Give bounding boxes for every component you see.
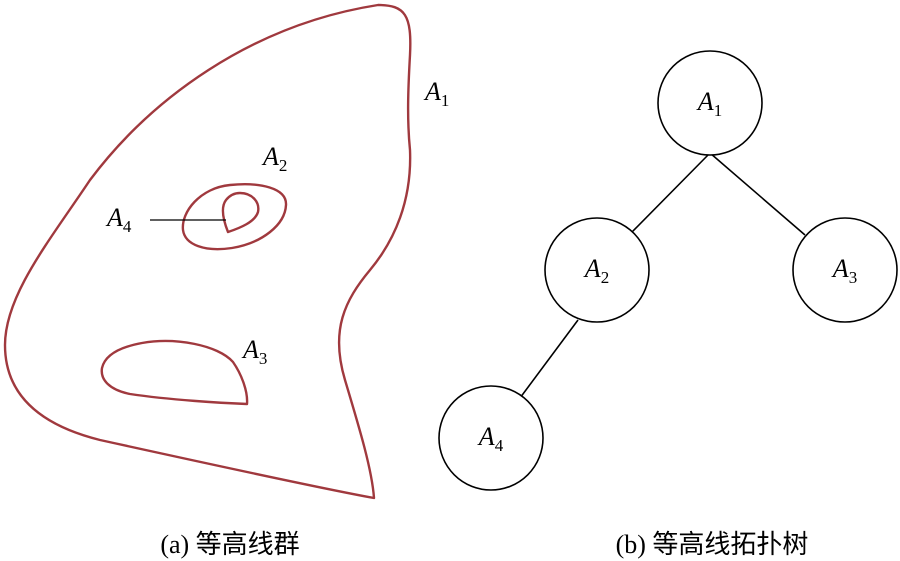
node-a4 <box>438 385 544 491</box>
node-a2 <box>544 217 650 323</box>
node-a3 <box>792 217 898 323</box>
label-a1: A1 <box>423 77 449 110</box>
caption-b: (b) 等高线拓扑树 <box>616 530 809 559</box>
contour-a4 <box>221 191 260 234</box>
node-a1 <box>657 50 763 156</box>
caption-a: (a) 等高线群 <box>160 530 299 559</box>
edge-a1-a2 <box>631 152 711 233</box>
contour-a1 <box>3 3 412 500</box>
edge-a2-a4 <box>519 319 579 399</box>
node-label-a3: A3 <box>831 254 857 287</box>
contour-panel: A1 A2 A4 A3 (a) 等高线群 <box>3 3 449 559</box>
node-label-a4: A4 <box>477 422 504 455</box>
contour-a2 <box>181 183 288 251</box>
edge-a1-a3 <box>709 152 806 236</box>
label-a4: A4 <box>105 203 132 236</box>
label-a2: A2 <box>261 142 287 175</box>
node-label-a1: A1 <box>696 87 722 120</box>
topology-tree-panel: A1 A2 A3 A4 (b) 等高线拓扑树 <box>438 50 898 559</box>
node-label-a2: A2 <box>583 254 609 287</box>
label-a3: A3 <box>241 335 267 368</box>
contour-a3 <box>100 339 249 406</box>
